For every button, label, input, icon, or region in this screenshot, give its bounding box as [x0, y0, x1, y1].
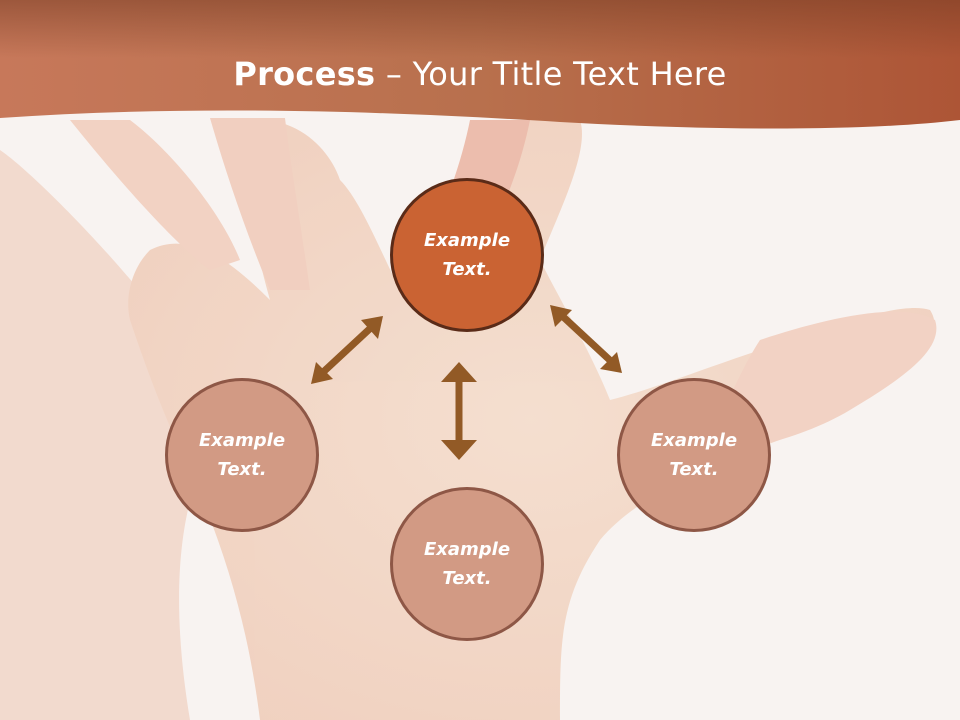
slide-title: Process – Your Title Text Here	[0, 52, 960, 96]
process-node-bottom: Example Text.	[390, 487, 544, 641]
arrow-top-right	[550, 305, 622, 373]
title-rest-text: – Your Title Text Here	[375, 55, 727, 93]
title-bold-text: Process	[233, 55, 376, 93]
arrow-center-vertical	[441, 362, 477, 460]
process-node-left: Example Text.	[165, 378, 319, 532]
arrow-top-left	[311, 316, 383, 384]
process-node-top: Example Text.	[390, 178, 544, 332]
process-node-right: Example Text.	[617, 378, 771, 532]
